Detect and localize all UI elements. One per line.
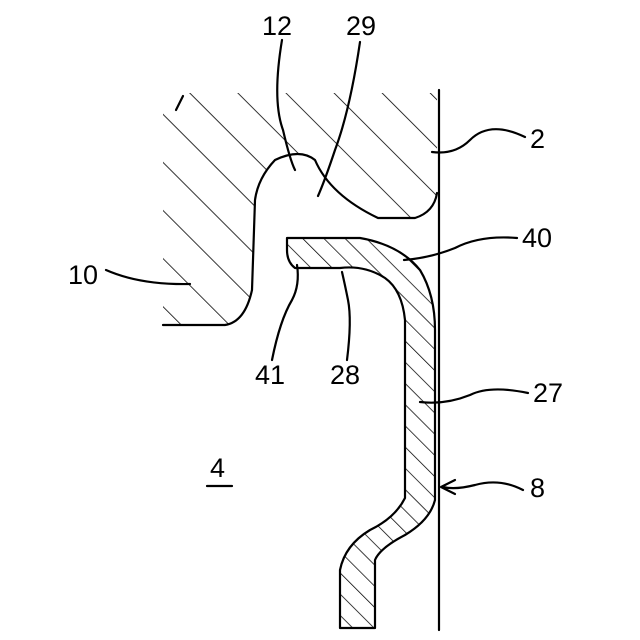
leader-8: [443, 482, 523, 490]
label-4: 4: [210, 453, 225, 483]
label-2: 2: [530, 124, 545, 154]
label-8: 8: [530, 473, 545, 503]
label-40: 40: [522, 223, 552, 253]
label-27: 27: [533, 378, 563, 408]
label-28: 28: [330, 360, 360, 390]
label-12: 12: [262, 11, 292, 41]
seal-hatch: [287, 238, 435, 628]
leader-41: [272, 265, 298, 360]
seal-member: [287, 238, 435, 628]
label-10: 10: [68, 260, 98, 290]
leader-2: [432, 129, 525, 152]
label-41: 41: [255, 360, 285, 390]
leader-40: [404, 237, 517, 260]
label-29: 29: [346, 11, 376, 41]
leader-28: [342, 272, 350, 360]
leader-27: [420, 389, 528, 402]
